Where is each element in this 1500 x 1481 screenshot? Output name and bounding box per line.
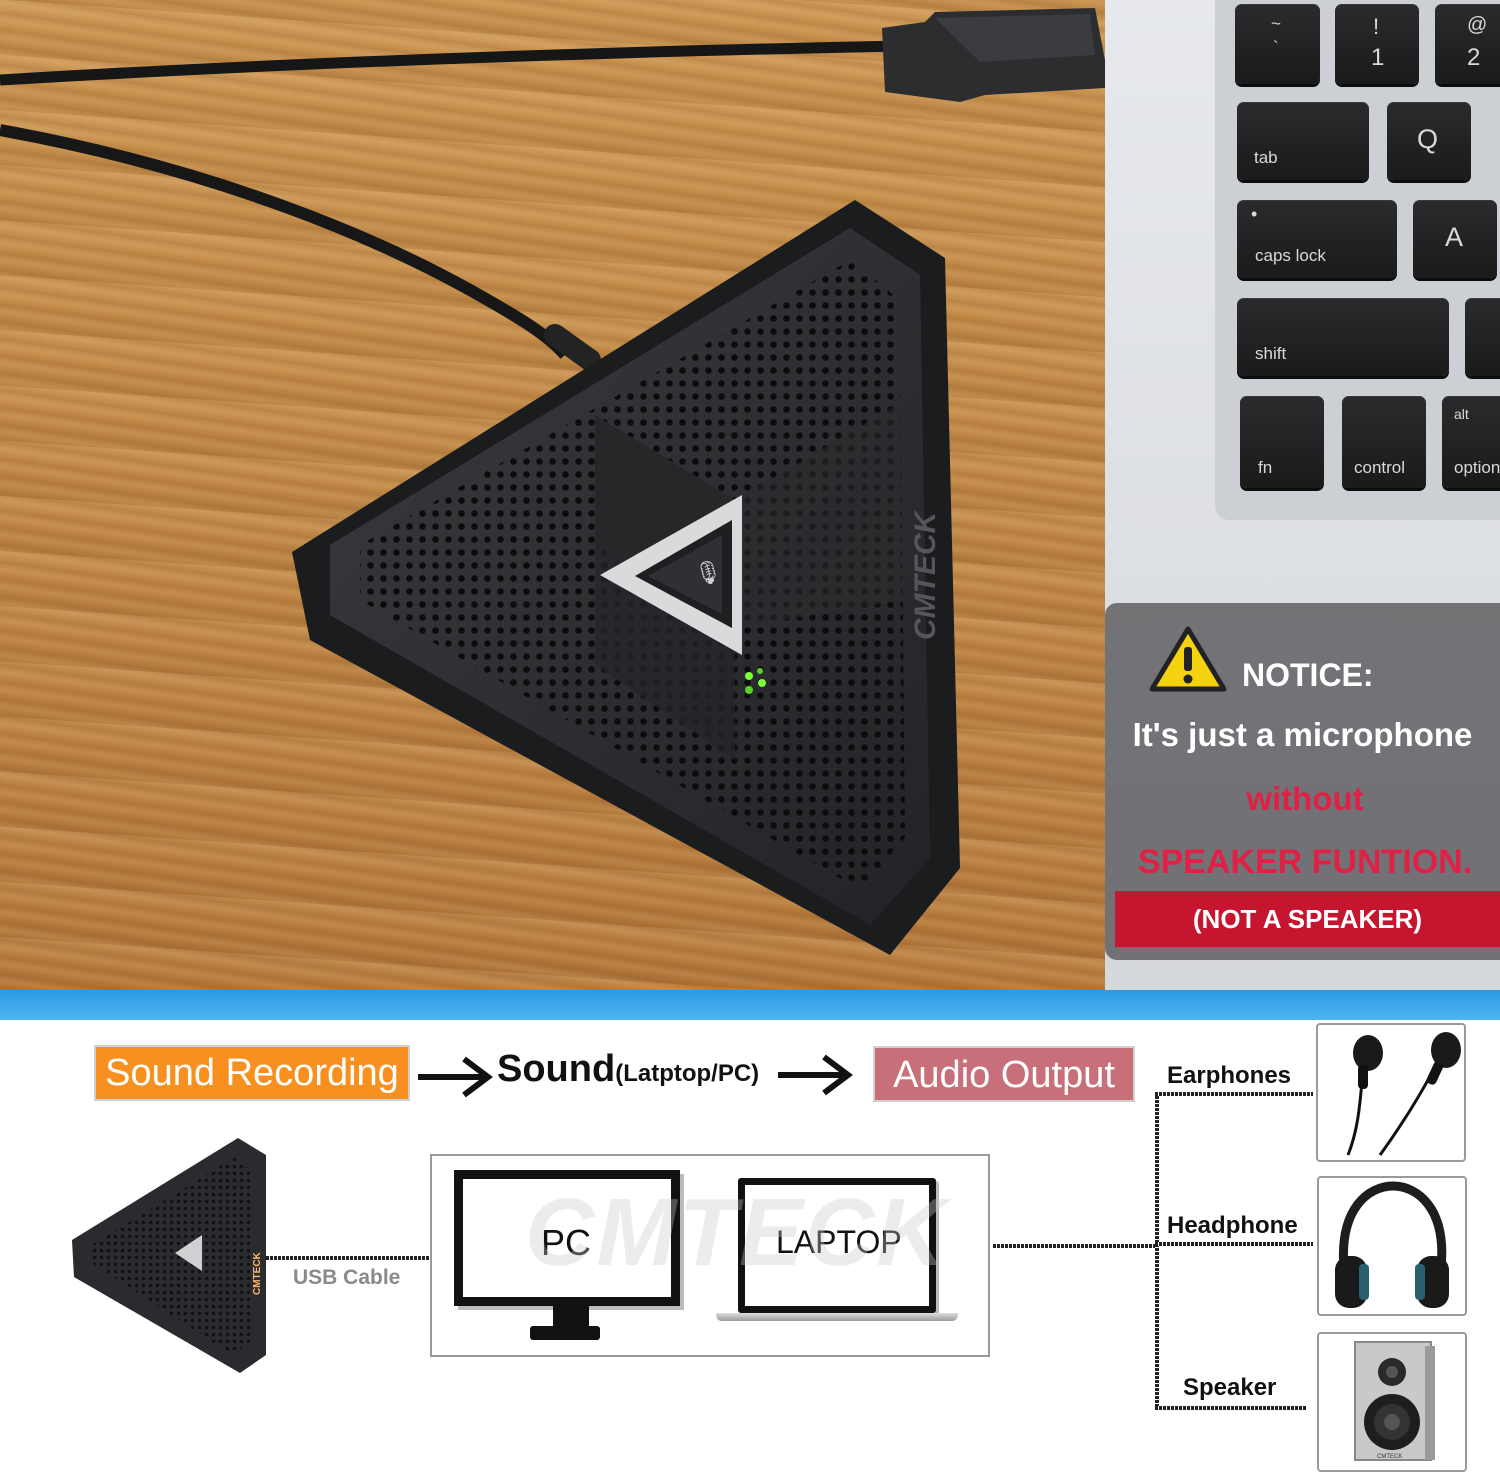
notice-text: It's just a microphone [1132,716,1473,753]
laptop-label: LAPTOP [776,1224,902,1260]
usb-cable-label: USB Cable [293,1266,401,1289]
key-label: control [1354,458,1406,477]
caps-indicator-icon: • [1251,204,1258,224]
key-tab: tab [1237,102,1369,180]
key-label: tab [1254,148,1278,167]
earphones-box [1316,1023,1466,1162]
mute-mic-icon: 🎙 [694,561,722,586]
watermark: CMTECK [525,1179,948,1286]
laptop-screen [738,1178,936,1313]
brand-logo: CMTECK [909,509,942,640]
sound-sub-label: (Latptop/PC) [615,1060,760,1087]
headphone-connector [1155,1242,1313,1246]
key-q: Q [1387,102,1471,180]
laptop-keyboard: ~ ` ! 1 @ 2 tab Q • caps lock A shift fn [1215,0,1500,520]
key-label: 2 [1467,44,1481,71]
sound-label: Sound [497,1048,616,1090]
key-fn: fn [1240,396,1324,488]
output-connector-line [993,1244,1158,1248]
key-label: ! [1373,14,1380,39]
key-label: ~ [1271,14,1281,33]
key-a: A [1413,200,1497,278]
usb-connector-line [266,1256,430,1260]
notice-bar: (NOT A SPEAKER) [1115,891,1500,947]
key-z [1465,298,1500,376]
key-2: @ 2 [1435,4,1500,84]
arrow-right-icon [778,1054,853,1096]
sound-recording-label: Sound Recording [94,1045,410,1101]
microphone-thumbnail: CMTECK [72,1138,266,1373]
brand-logo: CMTECK [1377,1454,1402,1460]
speaker-icon: CMTECK [1354,1341,1435,1461]
speaker-label: Speaker [1183,1374,1277,1401]
key-caps-lock: • caps lock [1237,200,1397,278]
key-label: shift [1255,344,1287,363]
speaker-connector [1155,1406,1307,1410]
output-trunk-line [1155,1092,1159,1410]
led-light [745,672,753,680]
headphone-box [1317,1176,1467,1316]
audio-output-label: Audio Output [873,1046,1135,1102]
laptop-base [716,1313,958,1321]
key-option: alt option [1442,396,1500,488]
key-label: A [1445,222,1464,252]
notice-title: NOTICE: [1242,657,1374,693]
key-label: caps lock [1255,246,1326,265]
speaker-box: CMTECK [1317,1332,1467,1472]
pc-monitor-neck [553,1306,589,1326]
earphones-label: Earphones [1167,1062,1292,1089]
usb-plug [882,8,1105,102]
key-label: 1 [1371,44,1385,71]
earphones-connector [1155,1092,1313,1096]
arrow-right-icon [418,1056,493,1098]
key-label: alt [1454,406,1469,422]
key-1: ! 1 [1335,4,1419,84]
key-label: Q [1417,124,1439,154]
brand-logo: CMTECK [252,1251,263,1295]
key-control: control [1342,396,1426,488]
warning-icon [1149,626,1227,692]
earphones-icon [1346,1032,1461,1156]
pc-monitor-stand [530,1326,600,1340]
product-photo: ~ ` ! 1 @ 2 tab Q • caps lock A shift fn [0,0,1500,992]
notice-warning-text: without [1246,780,1364,817]
key-label: option [1454,458,1500,477]
usb-cable [0,40,901,86]
divider-band [0,990,1500,1020]
headphone-label: Headphone [1167,1212,1298,1239]
notice-warning-text: SPEAKER FUNTION. [1137,843,1473,881]
key-label: @ [1467,14,1488,36]
key-shift: shift [1237,298,1449,376]
mic-cable [0,124,570,359]
microphone-body: 🎙 [292,200,960,955]
key-label: ` [1273,38,1279,57]
pc-label: PC [541,1222,592,1263]
key-tilde: ~ ` [1235,4,1320,84]
microphone-illustration: 🎙 CMTECK [0,8,1105,955]
key-label: fn [1258,458,1273,477]
headphone-icon [1335,1181,1449,1308]
pc-monitor [454,1170,680,1306]
sound-pc-label: Sound(Latptop/PC) [497,1048,759,1091]
